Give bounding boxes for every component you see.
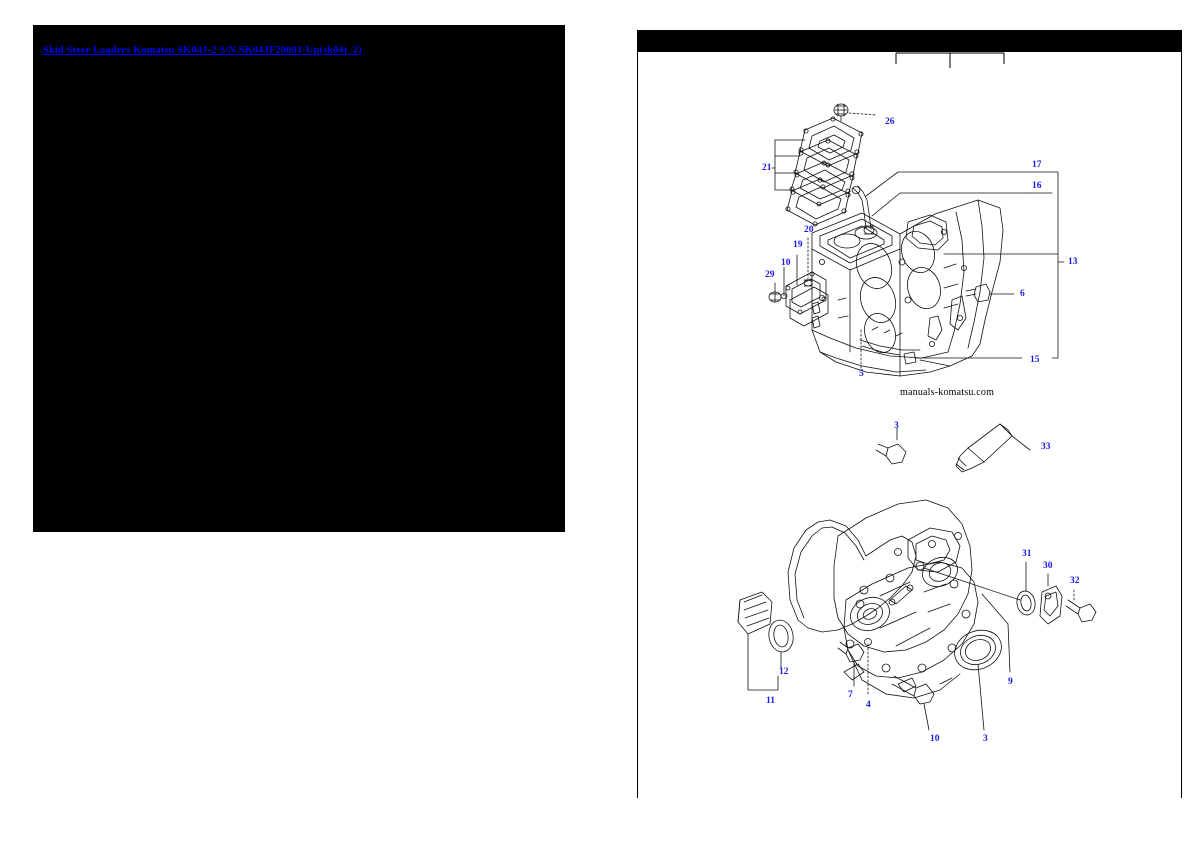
callout-10-lower: 10 [930,734,940,744]
parts-diagram-page [627,25,1187,800]
callout-7: 7 [848,690,853,700]
callout-29: 29 [765,270,775,280]
callout-3-top: 3 [894,421,899,431]
callout-13: 13 [1068,257,1078,267]
callout-30: 30 [1043,561,1053,571]
callout-19: 19 [793,240,803,250]
document-title-link[interactable]: Skid Steer Loaders Komatsu SK04J-2 S/N S… [43,45,362,56]
callout-15: 15 [1030,355,1040,365]
callout-9: 9 [1008,677,1013,687]
callout-31: 31 [1022,549,1032,559]
page-border-left [637,52,638,798]
callout-3-bottom: 3 [983,734,988,744]
callout-6: 6 [1020,289,1025,299]
callout-16: 16 [1032,181,1042,191]
callout-26: 26 [885,117,895,127]
callout-32: 32 [1070,576,1080,586]
callout-5: 5 [859,369,864,379]
callout-11: 11 [766,696,775,706]
header-bracket-icon [895,52,1005,68]
page-header-bar [637,30,1182,52]
callout-10-upper: 10 [781,258,791,268]
callout-17: 17 [1032,160,1042,170]
callout-12: 12 [779,667,789,677]
callout-21: 21 [762,163,772,173]
page-border-right [1181,52,1182,798]
watermark-text: manuals-komatsu.com [900,387,995,398]
callout-33: 33 [1041,442,1051,452]
callout-4: 4 [866,700,871,710]
document-preview-panel: Skid Steer Loaders Komatsu SK04J-2 S/N S… [33,25,565,532]
callout-20: 20 [804,225,814,235]
